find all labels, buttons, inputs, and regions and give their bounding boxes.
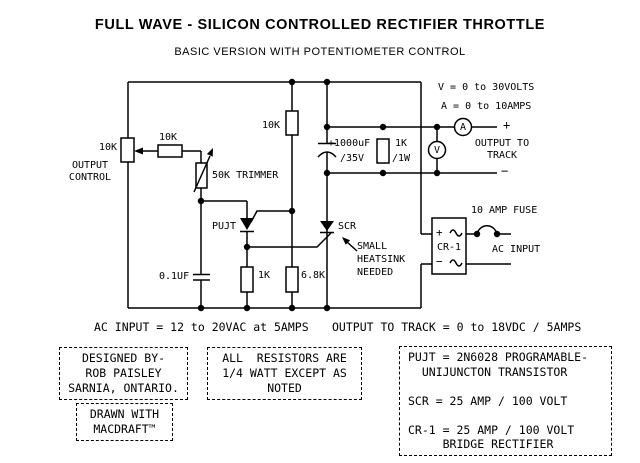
ac-input-rating: AC INPUT = 12 to 20VAC at 5AMPS <box>94 320 309 334</box>
divider-resistor-symbol <box>285 266 299 293</box>
main-cap-label: +1000uF <box>328 138 371 149</box>
pujt-symbol <box>240 218 254 233</box>
scr-symbol <box>320 221 334 234</box>
timing-capacitor-symbol <box>193 273 210 281</box>
ac-input-label: AC INPUT <box>492 244 541 255</box>
series-resistor-symbol <box>157 144 183 158</box>
cr1-minus-label: − <box>436 255 443 268</box>
timing-cap-label: 0.1UF <box>159 271 190 282</box>
pot-name-label: OUTPUT CONTROL <box>68 160 112 183</box>
ac-sine-icon <box>449 229 463 237</box>
bleed-resistor-label: 1K <box>395 138 408 149</box>
voltmeter-icon <box>427 140 447 160</box>
heatsink-note: SMALL HEATSINK NEEDED <box>357 241 406 278</box>
trimmer-label: 50K TRIMMER <box>212 170 279 181</box>
output-plus-label: + <box>503 118 511 132</box>
potentiometer-symbol <box>120 137 143 163</box>
ac-sine-icon <box>449 259 463 267</box>
page-title: FULL WAVE - SILICON CONTROLLED RECTIFIER… <box>94 17 546 33</box>
cathode-resistor-symbol <box>240 266 254 293</box>
ammeter-icon <box>453 117 473 137</box>
main-capacitor-symbol <box>317 142 337 158</box>
scr-label: SCR <box>338 221 357 232</box>
trimmer-symbol <box>193 148 213 193</box>
output-minus-label: − <box>501 164 509 178</box>
series-resistor-label: 10K <box>159 132 178 143</box>
divider-resistor-label: 6.8K <box>301 270 326 281</box>
pot-value-label: 10K <box>99 142 118 153</box>
designed-by-box: DESIGNED BY- ROB PAISLEY SARNIA, ONTARIO… <box>59 347 188 400</box>
main-cap-voltage-label: /35V <box>340 153 365 164</box>
pujt-label: PUJT <box>212 221 237 232</box>
ammeter-letter: A <box>459 122 467 133</box>
charge-resistor-symbol <box>285 110 299 136</box>
voltmeter-letter: V <box>433 145 441 156</box>
resistor-note-box: ALL RESISTORS ARE 1/4 WATT EXCEPT AS NOT… <box>207 347 362 400</box>
charge-resistor-label: 10K <box>262 120 281 131</box>
cr1-name-label: CR-1 <box>436 242 462 253</box>
bleed-watt-label: /1W <box>392 153 411 164</box>
voltmeter-range-label: V = 0 to 30VOLTS <box>438 82 535 93</box>
bleed-resistor-symbol <box>376 138 390 164</box>
fuse-symbol <box>473 225 501 238</box>
bridge-rectifier-box <box>431 217 467 275</box>
parts-list-box: PUJT = 2N6028 PROGRAMABLE- UNIJUNCTON TR… <box>399 346 612 456</box>
heatsink-arrow <box>342 237 358 252</box>
output-track-label: OUTPUT TO TRACK <box>474 138 530 161</box>
output-rating: OUTPUT TO TRACK = 0 to 18VDC / 5AMPS <box>332 320 582 334</box>
ammeter-range-label: A = 0 to 10AMPS <box>441 101 532 112</box>
cr1-plus-label: + <box>436 226 443 239</box>
cathode-resistor-label: 1K <box>258 270 271 281</box>
fuse-label: 10 AMP FUSE <box>471 205 538 216</box>
drawn-with-box: DRAWN WITH MACDRAFT™ <box>76 403 173 441</box>
junction-dots <box>197 78 441 312</box>
page-subtitle: BASIC VERSION WITH POTENTIOMETER CONTROL <box>174 46 466 58</box>
